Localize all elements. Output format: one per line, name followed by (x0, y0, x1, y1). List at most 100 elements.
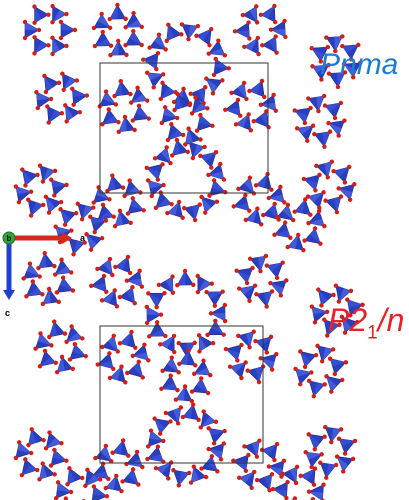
bottom-tetrahedron (57, 322, 86, 352)
bottom-tetrahedron (226, 353, 255, 382)
top-tetrahedron (106, 2, 129, 22)
top-tetrahedron (24, 0, 52, 27)
top-tetrahedron (227, 79, 257, 108)
top-tetrahedron (300, 224, 330, 254)
top-tetrahedron (181, 201, 207, 225)
bottom-tetrahedron (36, 428, 65, 458)
axis-c-arrowhead (3, 290, 15, 300)
bottom-tetrahedron (174, 268, 197, 288)
bottom-tetrahedron (92, 350, 117, 376)
top-tetrahedron (139, 48, 161, 72)
top-tetrahedron (304, 183, 333, 212)
bottom-tetrahedron (116, 283, 145, 312)
top-tetrahedron (231, 19, 253, 43)
bottom-tetrahedron (263, 252, 292, 282)
bottom-tetrahedron (43, 316, 69, 341)
top-tetrahedron (122, 84, 151, 113)
top-tetrahedron (329, 157, 359, 187)
bottom-tetrahedron (335, 430, 362, 457)
top-tetrahedron (141, 156, 166, 183)
top-tetrahedron (234, 174, 264, 203)
bottom-tetrahedron (87, 272, 110, 297)
bottom-tetrahedron (18, 277, 46, 307)
bottom-tetrahedron (328, 446, 357, 476)
top-tetrahedron (321, 93, 350, 122)
bottom-tetrahedron (46, 256, 75, 285)
top-tetrahedron (258, 33, 287, 61)
top-tetrahedron (109, 77, 134, 99)
top-tetrahedron (158, 120, 187, 149)
top-tetrahedron (206, 177, 231, 204)
top-tetrahedron (228, 192, 253, 218)
top-tetrahedron (69, 84, 91, 108)
top-tetrahedron (94, 105, 122, 135)
top-tetrahedron (267, 18, 289, 41)
top-tetrahedron (115, 177, 144, 206)
axis-b-label: b (7, 234, 12, 243)
bottom-tetrahedron (109, 435, 135, 459)
bottom-tetrahedron (98, 332, 128, 361)
top-tetrahedron (288, 99, 314, 127)
top-tetrahedron (124, 195, 150, 222)
top-tetrahedron (48, 173, 72, 199)
bottom-tetrahedron (253, 470, 281, 497)
bottom-tetrahedron (291, 342, 320, 371)
bottom-tetrahedron (12, 455, 41, 485)
bottom-tetrahedron (220, 338, 245, 364)
top-tetrahedron (293, 115, 322, 145)
top-tetrahedron (34, 67, 63, 96)
bottom-tetrahedron (179, 400, 205, 423)
bottom-space-group-tail: /n (377, 302, 405, 338)
bottom-space-group-main: P2 (328, 302, 368, 338)
top-tetrahedron (157, 18, 185, 45)
bottom-tetrahedron (253, 288, 278, 312)
top-tetrahedron (221, 96, 244, 121)
top-tetrahedron (193, 111, 218, 137)
top-tetrahedron (268, 219, 294, 246)
bottom-tetrahedron (167, 467, 193, 490)
top-space-group-label: Pnma (320, 48, 399, 81)
axis-indicator: b a c (2, 231, 86, 318)
bottom-tetrahedron (111, 250, 139, 277)
bottom-tetrahedron (93, 255, 123, 284)
bottom-tetrahedron (116, 326, 143, 351)
axis-b-dot (2, 231, 16, 245)
bottom-tetrahedron (229, 449, 252, 474)
bottom-tetrahedron (326, 351, 352, 378)
bottom-tetrahedron (118, 465, 148, 495)
bottom-tetrahedron (235, 463, 265, 492)
top-unit-cell (99, 62, 269, 194)
bottom-tetrahedron (66, 340, 92, 368)
bottom-tetrahedron (208, 302, 228, 325)
bottom-tetrahedron (33, 249, 58, 271)
top-tetrahedron (87, 28, 115, 57)
bottom-tetrahedron (53, 274, 80, 302)
bottom-tetrahedron (123, 358, 153, 387)
top-tetrahedron (298, 168, 323, 194)
bottom-tetrahedron (58, 461, 86, 488)
bottom-tetrahedron (188, 374, 217, 404)
top-tetrahedron (311, 128, 336, 151)
top-framework (12, 0, 367, 260)
bottom-tetrahedron (230, 259, 256, 287)
bottom-tetrahedron (91, 442, 121, 471)
bottom-tetrahedron (20, 423, 47, 449)
top-tetrahedron (20, 196, 47, 222)
axis-a-label: a (80, 233, 86, 243)
bottom-tetrahedron (235, 275, 264, 305)
top-tetrahedron (273, 201, 303, 230)
top-tetrahedron (122, 27, 150, 56)
top-tetrahedron (107, 38, 130, 58)
top-tetrahedron (36, 187, 65, 217)
bottom-tetrahedron (154, 372, 181, 400)
top-tetrahedron (101, 170, 127, 195)
top-tetrahedron (129, 102, 156, 130)
bottom-tetrahedron (251, 327, 281, 357)
top-tetrahedron (58, 19, 78, 41)
axis-c-label: c (5, 308, 10, 318)
top-tetrahedron (322, 193, 348, 218)
bottom-tetrahedron (300, 424, 329, 453)
bottom-tetrahedron (31, 347, 60, 376)
bottom-tetrahedron (176, 347, 200, 369)
